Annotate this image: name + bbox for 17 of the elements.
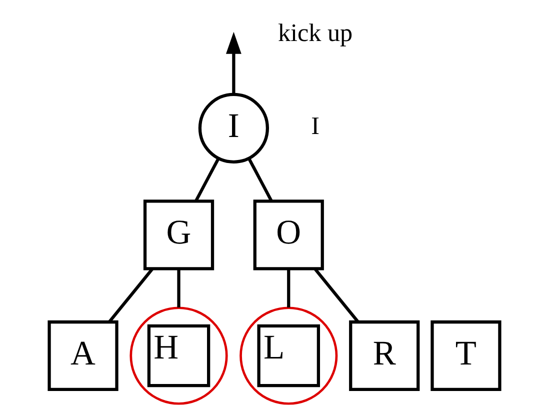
node-circle: L — [240, 306, 338, 405]
node-box: O — [253, 200, 324, 270]
node-circle: H — [130, 306, 228, 405]
connector — [314, 268, 360, 323]
node-box: T — [430, 320, 502, 392]
node-box: G — [143, 200, 214, 270]
node-box: R — [349, 320, 420, 392]
label: kick up — [278, 20, 353, 47]
node-circle: I — [198, 92, 269, 164]
connector — [194, 158, 220, 202]
connector — [108, 268, 154, 323]
connector — [248, 158, 273, 202]
connector — [287, 269, 290, 308]
label: I — [311, 113, 320, 140]
arrow — [226, 32, 242, 94]
connector — [177, 269, 180, 308]
node-box: A — [48, 320, 118, 392]
